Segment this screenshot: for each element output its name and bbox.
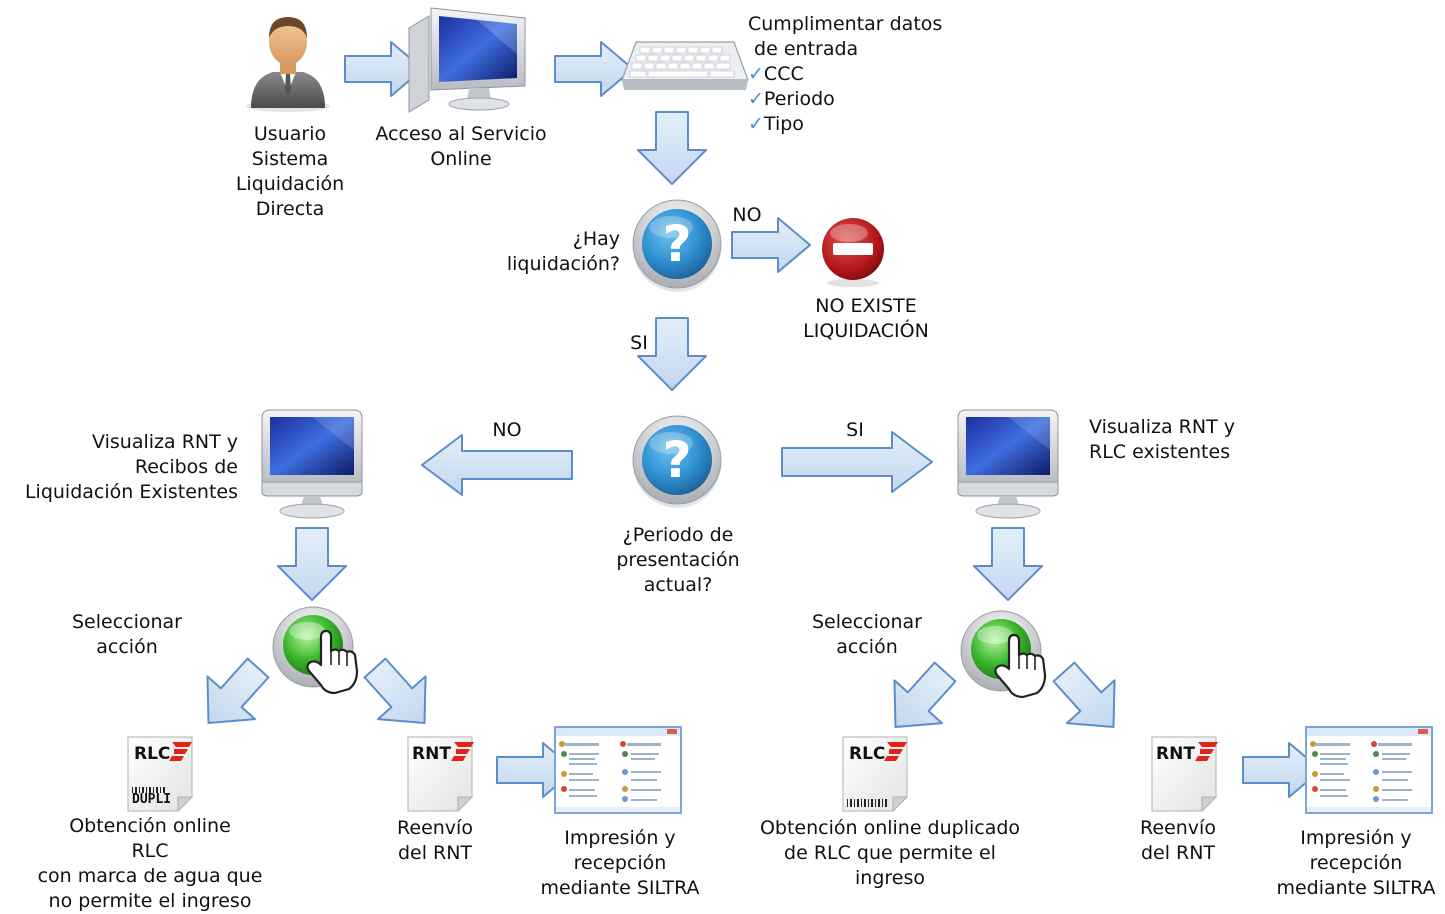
- left-view-label: Visualiza RNT y Recibos de Liquidación E…: [24, 431, 238, 503]
- right-rlc-caption: Obtención online duplicado de RLC que pe…: [759, 817, 1021, 889]
- rlc-watermark: DUPLI: [132, 792, 171, 807]
- arrow-no-period: [421, 434, 573, 496]
- keyboard-icon: [621, 41, 749, 90]
- decision2-no-label: NO: [492, 419, 522, 441]
- input-requirements: Cumplimentar datos de entrada ✓CCC ✓Peri…: [748, 13, 943, 135]
- svg-text:RLC: RLC: [849, 744, 885, 764]
- arrow-keyboard-to-question: [637, 111, 707, 185]
- question-icon: [632, 199, 722, 293]
- left-rnt-caption: Reenvío del RNT: [397, 817, 473, 864]
- svg-text:RNT: RNT: [412, 744, 451, 764]
- document-icon: RNT: [407, 736, 474, 812]
- decision2-question: ¿Periodo de presentación actual?: [616, 524, 740, 596]
- press-button-icon: [959, 609, 1047, 699]
- computer-icon: [408, 7, 526, 113]
- left-select-label: Seleccionar acción: [71, 611, 182, 658]
- decision1-question: ¿Hay liquidación?: [506, 228, 620, 275]
- question-icon: [632, 415, 722, 509]
- access-label: Acceso al Servicio Online: [375, 123, 547, 170]
- window-icon: [1305, 726, 1433, 814]
- arrow-left-monitor-to-select: [277, 527, 347, 601]
- right-print-caption: Impresión y recepción mediante SILTRA: [1276, 827, 1436, 899]
- right-rnt-caption: Reenvío del RNT: [1140, 817, 1216, 864]
- left-print-caption: Impresión y recepción mediante SILTRA: [540, 827, 700, 899]
- window-icon: [554, 726, 682, 814]
- arrow-computer-to-keyboard: [554, 41, 634, 97]
- document-icon: RLC DUPLI: [127, 736, 193, 812]
- right-select-label: Seleccionar acción: [811, 611, 922, 658]
- document-icon: RLC: [842, 736, 908, 812]
- decision1-no-label: NO: [732, 204, 762, 226]
- arrow-right-to-rlc: [870, 649, 970, 750]
- right-view-label: Visualiza RNT y RLC existentes: [1089, 416, 1235, 463]
- decision2-si-label: SI: [846, 419, 864, 441]
- monitor-icon: [957, 409, 1059, 519]
- document-icon: RNT: [1151, 736, 1218, 812]
- check-icon: ✓: [748, 88, 764, 110]
- arrow-right-monitor-to-select: [973, 527, 1043, 601]
- monitor-icon: [261, 409, 363, 519]
- decision1-si-label: SI: [630, 332, 648, 354]
- arrow-left-to-rlc: [183, 645, 283, 746]
- user-label: Usuario Sistema Liquidación Directa: [235, 123, 345, 220]
- press-button-icon: [271, 605, 359, 695]
- no-liquidation-result: NO EXISTE LIQUIDACIÓN: [803, 295, 929, 342]
- stop-icon: [822, 218, 884, 287]
- arrow-right-to-rnt: [1039, 649, 1139, 750]
- check-icon: ✓: [748, 113, 764, 135]
- arrow-left-to-rnt: [350, 645, 450, 746]
- user-icon: [246, 17, 330, 112]
- rlc-doc-title: RLC: [134, 744, 170, 764]
- svg-text:RNT: RNT: [1156, 744, 1195, 764]
- check-icon: ✓: [748, 63, 764, 85]
- left-rlc-caption: Obtención online RLC con marca de agua q…: [37, 815, 263, 912]
